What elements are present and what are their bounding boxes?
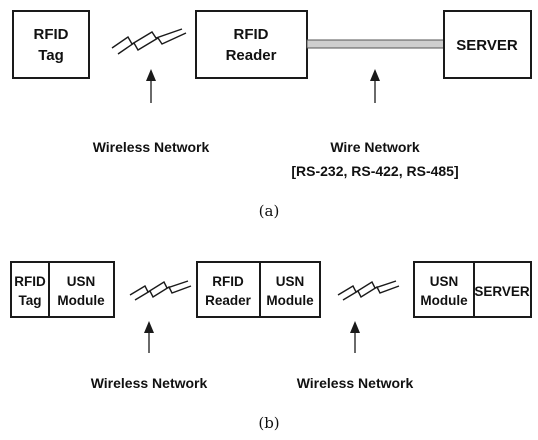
wireless-arrow-icon-1 (144, 321, 154, 353)
wireless-network-caption: Wireless Network (93, 139, 210, 155)
wireless-arrow-icon (146, 69, 156, 103)
panel-a: RFID Tag RFID Reader SERVER (12, 10, 532, 220)
rfid-reader-label-line2: Reader (226, 47, 277, 64)
b-server-module-line1: USN (430, 274, 459, 289)
b-tag-label-line1: RFID (14, 274, 46, 289)
b-reader-label-line2: Reader (205, 293, 252, 308)
wireless-link-icon-2 (337, 280, 400, 301)
panel-a-label: (a) (259, 202, 280, 220)
rfid-tag-box: RFID Tag (12, 10, 90, 79)
wireless-link-icon-1 (129, 280, 192, 301)
usn-server-box: USN Module SERVER (413, 261, 532, 318)
wireless-link-icon (111, 28, 187, 55)
rfid-tag-label-line1: RFID (34, 26, 69, 43)
wireless-network-caption-1: Wireless Network (91, 375, 208, 391)
b-tag-label-line2: Tag (19, 293, 42, 308)
rfid-reader-box: RFID Reader (195, 10, 308, 79)
server-box: SERVER (443, 10, 532, 79)
wire-link (306, 39, 445, 49)
server-label: SERVER (456, 37, 518, 54)
wireless-arrow-icon-2 (350, 321, 360, 353)
wireless-network-caption-2: Wireless Network (297, 375, 414, 391)
b-server-label: SERVER (474, 284, 530, 299)
panel-b-label: (b) (258, 414, 279, 432)
b-reader-module-line1: USN (276, 274, 305, 289)
tag-usn-box: RFID Tag USN Module (10, 261, 115, 318)
wire-network-caption: Wire Network (330, 139, 420, 155)
rfid-reader-label-line1: RFID (234, 26, 269, 43)
reader-usn-box: RFID Reader USN Module (196, 261, 321, 318)
b-reader-label-line1: RFID (212, 274, 244, 289)
wire-network-standards: [RS-232, RS-422, RS-485] (291, 163, 458, 179)
b-reader-module-line2: Module (266, 293, 314, 308)
b-tag-module-line2: Module (57, 293, 105, 308)
b-server-module-line2: Module (420, 293, 468, 308)
panel-b: RFID Tag USN Module RFID Reader USN Modu… (10, 261, 532, 432)
rfid-tag-label-line2: Tag (38, 47, 64, 64)
b-tag-module-line1: USN (67, 274, 96, 289)
wire-arrow-icon (370, 69, 380, 103)
